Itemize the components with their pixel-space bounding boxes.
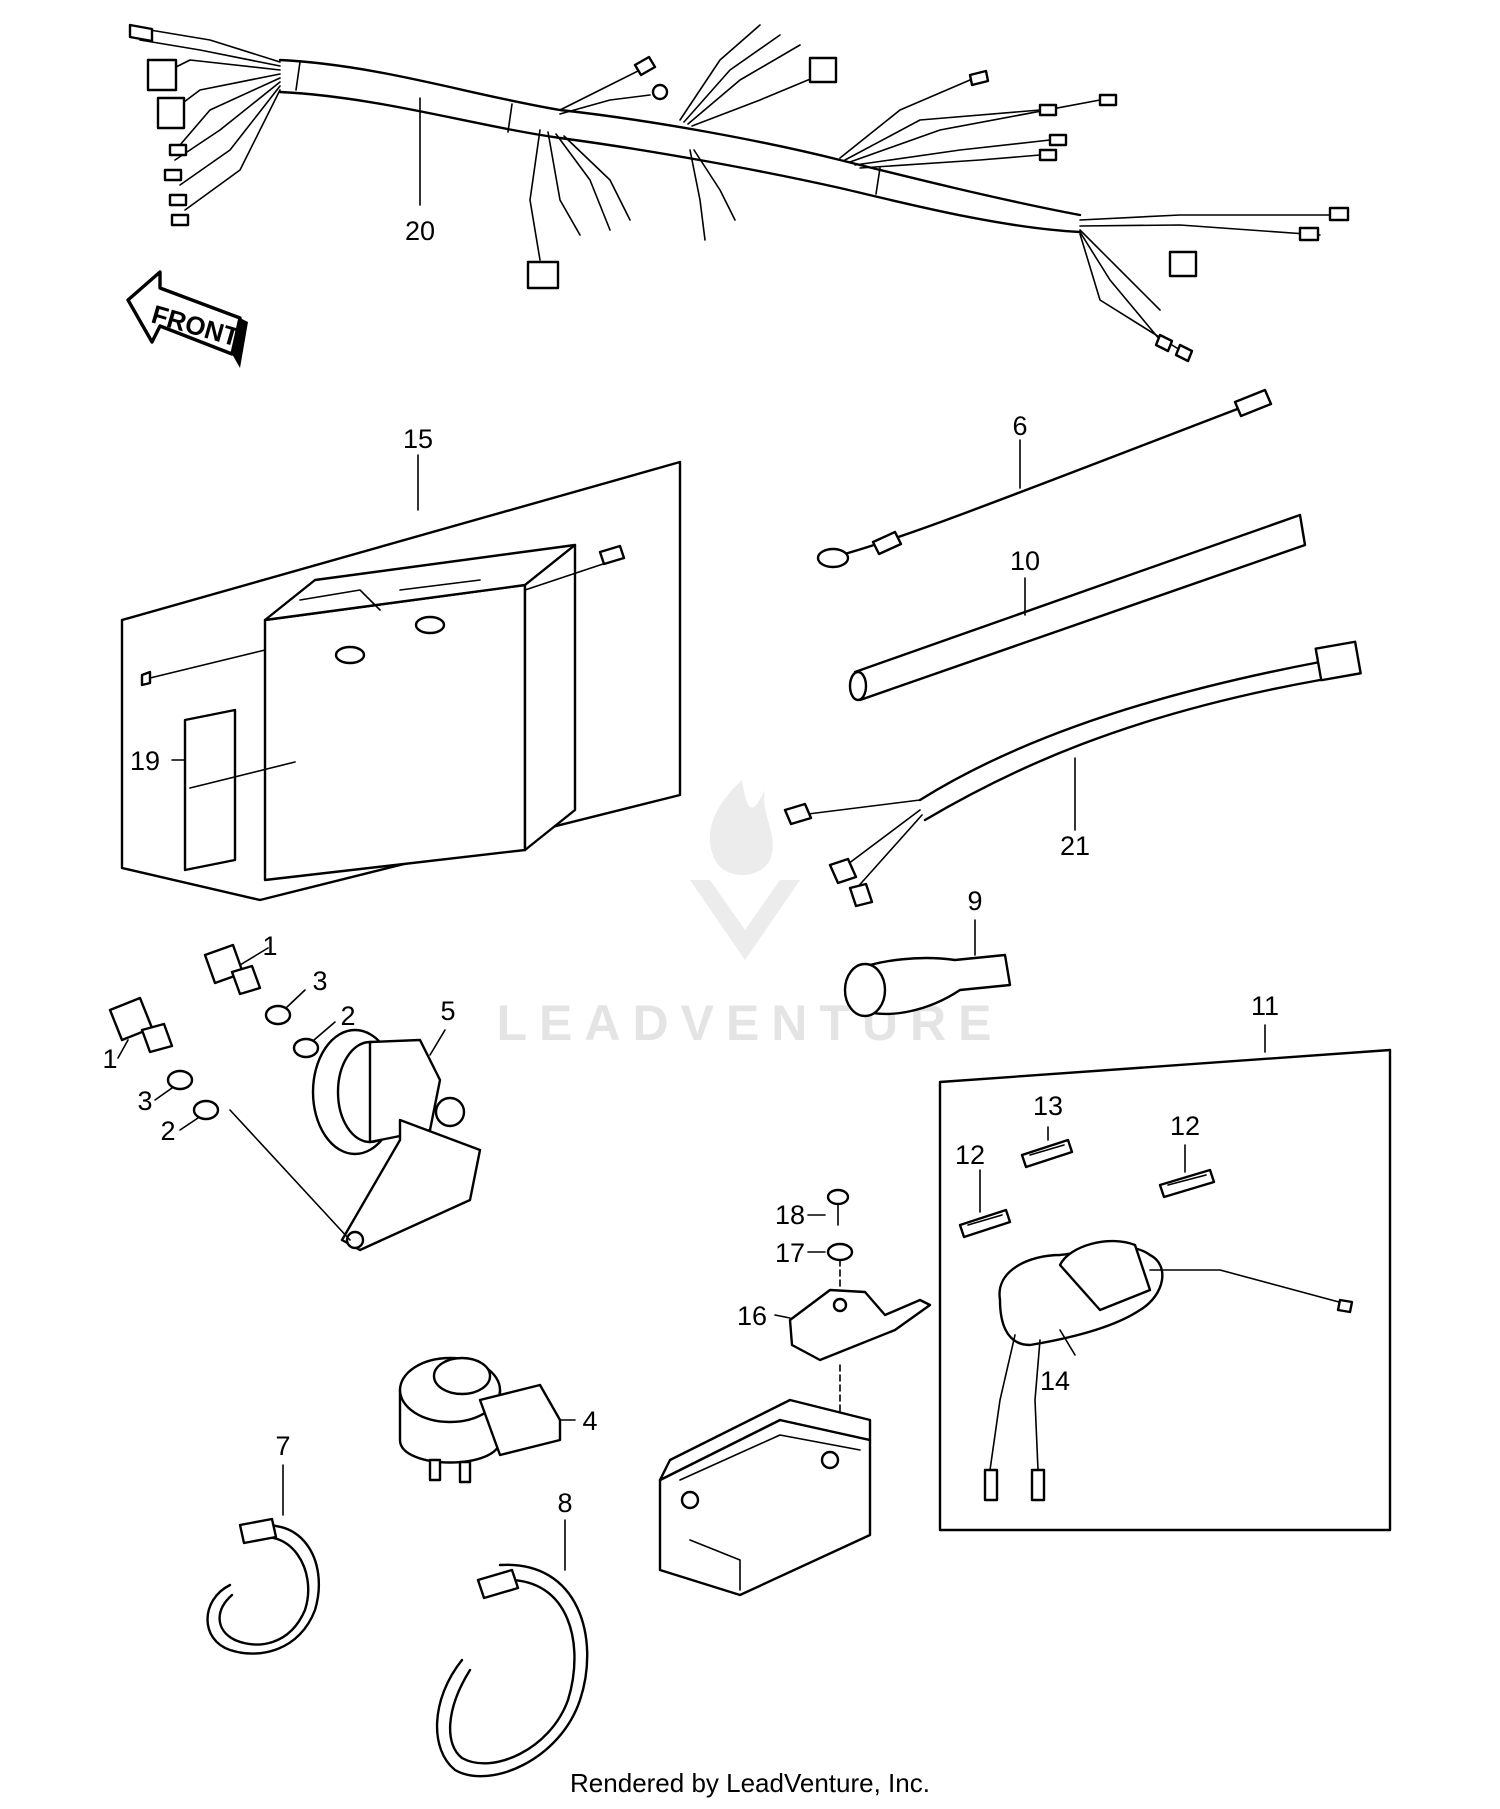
callout-1a: 1 [262,931,277,961]
callout-13: 13 [1033,1091,1063,1121]
callout-2a: 2 [340,1001,355,1031]
main-harness-20: 20 [128,23,1350,363]
cable-6: 6 [816,388,1273,569]
sub-harness-21: 21 [783,640,1362,908]
callout-7: 7 [275,1431,290,1461]
callout-4: 4 [582,1406,597,1436]
callout-2b: 2 [160,1116,175,1146]
boot-9: 9 [843,886,1012,1018]
callout-10: 10 [1010,546,1040,576]
front-label: FRONT [148,299,242,353]
callout-8: 8 [557,1488,572,1518]
callout-3b: 3 [137,1086,152,1116]
callout-15: 15 [403,424,433,454]
horn-assembly: 1 3 2 1 3 2 5 [102,931,482,1252]
callout-16: 16 [737,1301,767,1331]
tube-10: 10 [848,513,1307,702]
battery-group-15: 15 19 [120,424,682,902]
callout-9: 9 [967,886,982,916]
callout-11: 11 [1251,991,1279,1021]
callout-5: 5 [440,996,455,1026]
callout-1b: 1 [102,1044,117,1074]
relay-4: 4 [398,1356,598,1484]
callout-21: 21 [1060,831,1090,861]
callout-6: 6 [1012,411,1027,441]
callout-18: 18 [775,1200,805,1230]
callout-20: 20 [405,216,435,246]
front-arrow: FRONT [126,270,248,368]
band-7: 7 [206,1431,320,1655]
callout-17: 17 [775,1238,805,1268]
callout-12a: 12 [955,1140,985,1170]
callout-19: 19 [130,746,160,776]
fuse-holder-group-11: 11 13 12 12 14 [938,991,1392,1532]
callout-3a: 3 [312,966,327,996]
footer-credit: Rendered by LeadVenture, Inc. [570,1768,930,1798]
callout-14: 14 [1040,1366,1070,1396]
band-8: 8 [435,1488,589,1778]
fuse-box-bracket: 18 17 16 [658,1188,932,1597]
callout-12b: 12 [1170,1111,1200,1141]
